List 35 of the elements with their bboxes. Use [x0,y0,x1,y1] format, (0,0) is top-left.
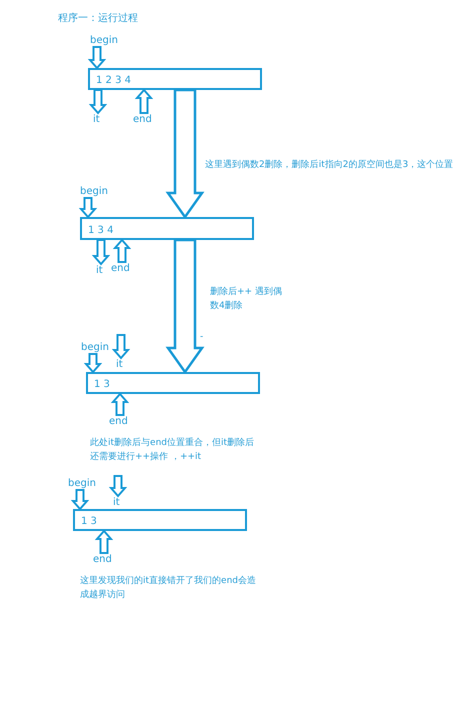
arrow [112,238,132,263]
arrow [92,239,110,266]
pointer-label: it [93,113,103,126]
pointer-label: begin [90,34,118,47]
pointer-label: it [116,358,126,371]
title: 程序一：运行过程 [58,12,138,25]
arrow [94,529,114,554]
array-values: 1 3 [81,516,97,527]
pointer-label: end [93,553,115,566]
arrow [78,197,98,219]
arrow [112,334,130,360]
pointer-label: it [113,496,123,509]
pointer-label: end [109,415,131,428]
array-values: 1 2 3 4 [96,75,131,86]
arrow [84,353,102,374]
pointer-label: begin [81,341,109,354]
arrow [108,475,128,498]
arrow [88,46,106,70]
arrow [88,89,108,115]
arrow [110,392,130,416]
array-box [86,372,260,394]
arrow [166,88,204,220]
array-box [80,217,254,240]
arrow [166,238,204,374]
array-values: 1 3 [94,379,110,390]
pointer-label: end [133,113,155,126]
pointer-label: it [96,264,106,277]
array-values: 1 3 4 [88,225,114,236]
array-box [73,509,247,531]
pointer-label: begin [68,477,96,490]
pointer-label: begin [80,185,108,198]
arrow [134,88,154,114]
pointer-label: end [111,262,133,275]
arrow [70,489,90,511]
array-box [88,68,262,90]
